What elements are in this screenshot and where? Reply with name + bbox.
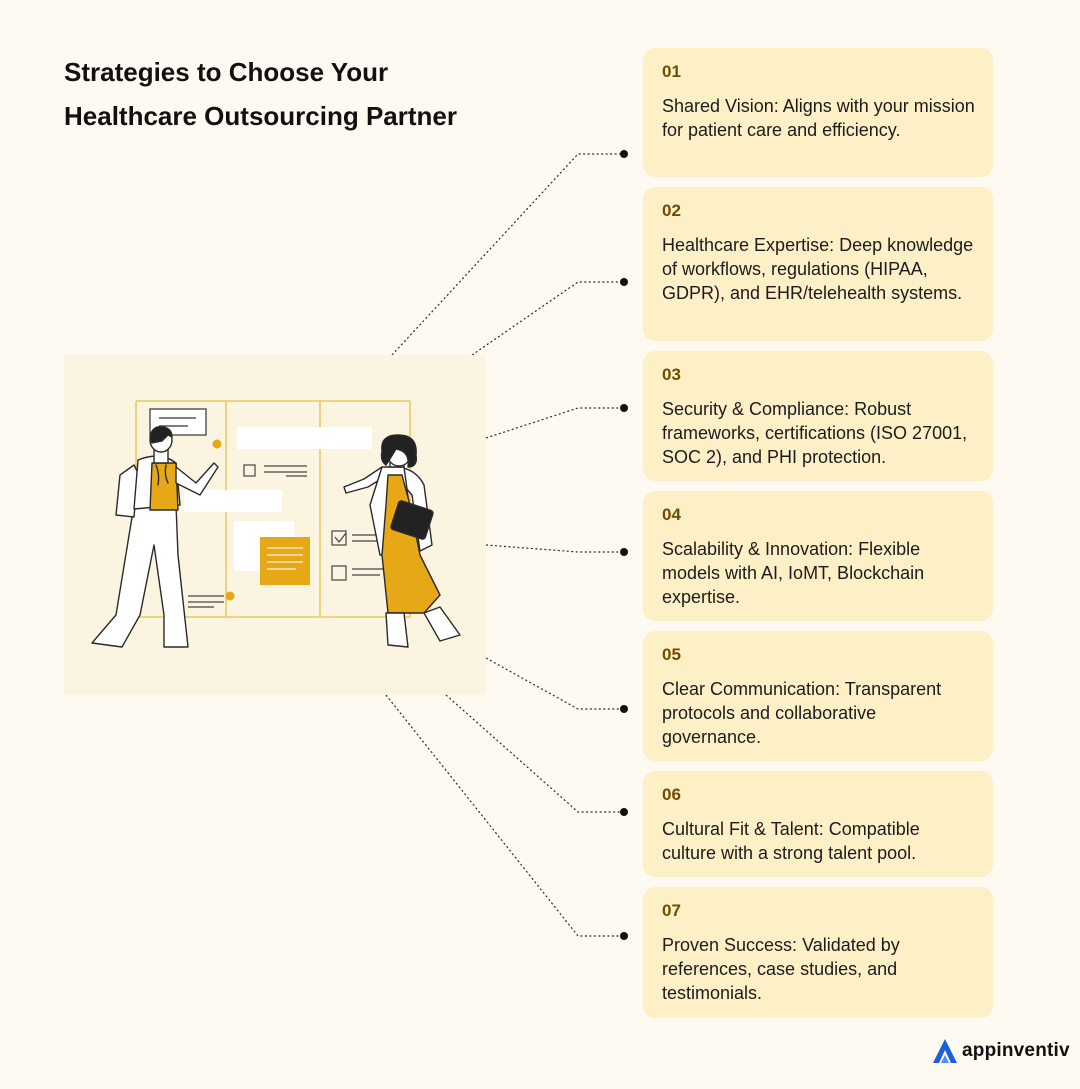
strategy-text: Healthcare Expertise: Deep knowledge of … [662, 235, 974, 303]
connector-03 [485, 407, 624, 439]
strategy-text: Scalability & Innovation: Flexible model… [662, 539, 925, 607]
connector-05 [485, 657, 624, 710]
illustration-panel [64, 355, 486, 695]
strategy-card-01: 01 Shared Vision: Aligns with your missi… [643, 48, 993, 177]
strategy-card-03: 03 Security & Compliance: Robust framewo… [643, 351, 993, 481]
strategy-number: 06 [662, 785, 681, 804]
connector-02 [471, 281, 624, 356]
two-people-planning-board-illustration [91, 400, 461, 648]
strategy-card-06: 06 Cultural Fit & Talent: Compatible cul… [643, 771, 993, 877]
connector-dot-04 [620, 548, 628, 556]
connector-06 [445, 694, 624, 813]
connector-07 [385, 694, 624, 937]
connector-dot-01 [620, 150, 628, 158]
strategy-text: Cultural Fit & Talent: Compatible cultur… [662, 819, 920, 863]
strategy-text: Clear Communication: Transparent protoco… [662, 679, 942, 747]
appinventiv-logo-icon [933, 1039, 957, 1063]
strategy-text: Proven Success: Validated by references,… [662, 935, 900, 1003]
strategy-number: 07 [662, 901, 681, 920]
brand-name: appinventiv [962, 1040, 1070, 1061]
connector-04 [485, 544, 624, 553]
strategy-number: 04 [662, 505, 681, 524]
page-title: Strategies to Choose Your Healthcare Out… [64, 57, 457, 131]
brand-logo: appinventiv [932, 1036, 1070, 1066]
strategy-card-02: 02 Healthcare Expertise: Deep knowledge … [643, 187, 993, 341]
strategy-number: 01 [662, 62, 681, 81]
strategy-number: 02 [662, 201, 681, 220]
strategy-text: Shared Vision: Aligns with your mission … [662, 96, 975, 140]
connector-dot-03 [620, 404, 628, 412]
strategy-text: Security & Compliance: Robust frameworks… [662, 399, 968, 467]
strategy-number: 03 [662, 365, 681, 384]
connector-dot-02 [620, 278, 628, 286]
strategy-card-05: 05 Clear Communication: Transparent prot… [643, 631, 993, 761]
connector-01 [391, 153, 624, 356]
strategy-card-07: 07 Proven Success: Validated by referenc… [643, 887, 993, 1018]
connector-dot-07 [620, 932, 628, 940]
connector-dot-05 [620, 705, 628, 713]
strategy-number: 05 [662, 645, 681, 664]
strategy-card-04: 04 Scalability & Innovation: Flexible mo… [643, 491, 993, 621]
connector-dot-06 [620, 808, 628, 816]
